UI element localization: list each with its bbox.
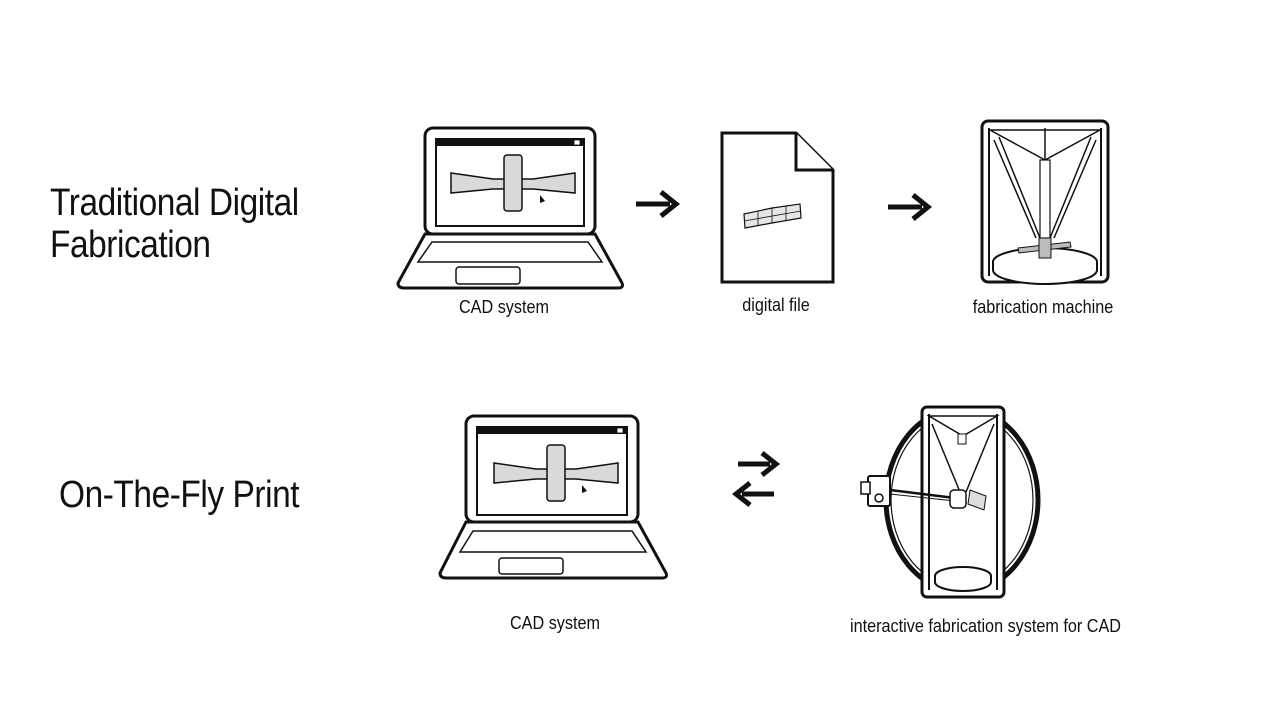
right-arrow-icon (636, 190, 681, 218)
caption-digital-file: digital file (742, 295, 810, 315)
bidirectional-arrows-icon (731, 451, 781, 507)
laptop-icon (438, 414, 668, 580)
cursor-icon (582, 485, 587, 493)
laptop-icon (396, 126, 624, 290)
row-title-traditional: Traditional Digital Fabrication (50, 182, 299, 266)
document-icon (720, 131, 835, 284)
row-title-traditional-line2: Fabrication (50, 224, 211, 266)
row-title-on-the-fly: On-The-Fly Print (59, 474, 300, 516)
robotic-arm-icon (860, 475, 987, 511)
caption-fabrication-machine: fabrication machine (972, 297, 1114, 317)
mesh-model-icon (743, 203, 802, 229)
right-arrow-icon (888, 193, 933, 221)
interactive-printer-icon (860, 405, 1041, 599)
caption-cad-system: CAD system (458, 297, 549, 317)
row-title-traditional-line1: Traditional Digital (50, 182, 299, 224)
delta-printer-icon (980, 119, 1110, 285)
caption-cad-system-2: CAD system (509, 613, 600, 633)
cursor-icon (540, 195, 545, 203)
caption-interactive-system: interactive fabrication system for CAD (850, 616, 1121, 636)
